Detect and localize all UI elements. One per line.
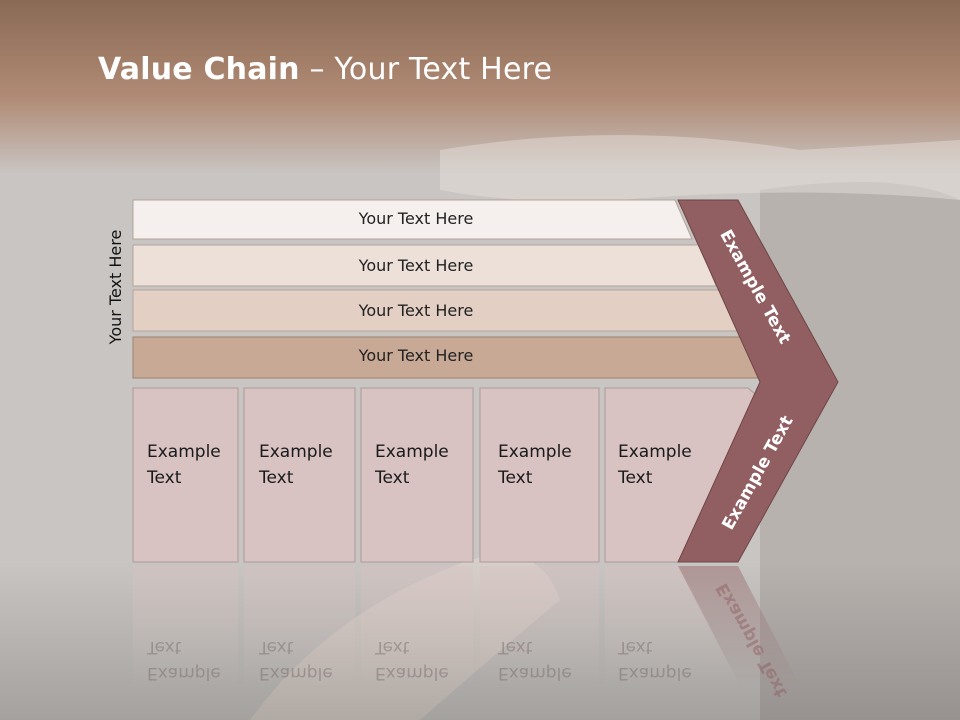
cell-box-3[interactable] [360, 387, 474, 563]
cell-reflection-1 [133, 566, 238, 686]
chevron-reflection [678, 566, 800, 686]
cell-reflection-text-3: Example Text [375, 637, 449, 683]
cell-reflection-4 [480, 566, 599, 686]
row-bar-2[interactable] [132, 244, 717, 287]
cell-reflection-text-4: Example Text [498, 637, 572, 683]
cell-text-3: Example Text [375, 442, 449, 488]
cell-text-5: Example Text [618, 442, 692, 488]
row-label-4: Your Text Here [358, 346, 474, 365]
cell-reflection-5 [605, 566, 740, 686]
title-rest: – Your Text Here [299, 52, 553, 87]
row-bar-1[interactable] [132, 199, 693, 240]
page-title: Value Chain – Your Text Here [98, 52, 552, 87]
cell-text-1: Example Text [147, 442, 221, 488]
chevron-arrow[interactable] [677, 199, 839, 563]
cell-reflection-text-2: Example Text [259, 637, 333, 683]
cell-box-4[interactable] [479, 387, 600, 563]
cell-box-1[interactable] [132, 387, 239, 563]
row-label-1: Your Text Here [358, 209, 474, 228]
row-label-3: Your Text Here [358, 301, 474, 320]
title-bold: Value Chain [98, 52, 300, 87]
background-pattern [440, 135, 960, 202]
row-label-2: Your Text Here [358, 256, 474, 275]
header-band [0, 0, 960, 175]
cell-reflection-text-1: Example Text [147, 637, 221, 683]
cell-text-2: Example Text [259, 442, 333, 488]
cell-reflection-3 [361, 566, 473, 686]
cell-text-4: Example Text [498, 442, 572, 488]
cell-reflection-text-5: Example Text [618, 637, 692, 683]
cell-reflection-2 [244, 566, 355, 686]
cell-box-2[interactable] [243, 387, 356, 563]
